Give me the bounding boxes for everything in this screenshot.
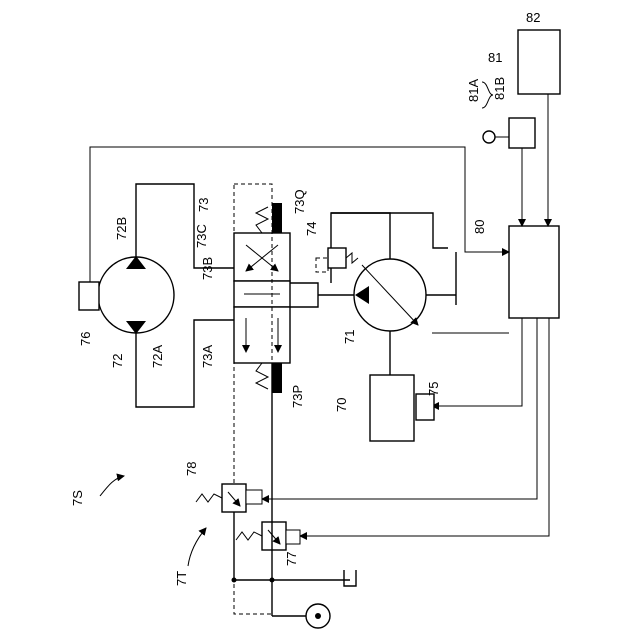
label-71: 71 — [342, 330, 357, 344]
engine-70-box — [370, 375, 414, 441]
label-70: 70 — [334, 398, 349, 412]
label-81a: 81A — [466, 79, 481, 102]
label-78: 78 — [184, 462, 199, 476]
label-77: 77 — [284, 552, 299, 566]
label-81: 81 — [488, 50, 502, 65]
component-82-box — [518, 30, 560, 94]
label-7s: 7S — [70, 490, 85, 506]
label-76: 76 — [78, 332, 93, 346]
label-73b: 73B — [200, 257, 215, 280]
component-81b-box — [509, 118, 535, 148]
label-72a: 72A — [150, 345, 165, 368]
sensor-75-box — [416, 394, 434, 420]
label-73a: 73A — [200, 345, 215, 368]
label-73q: 73Q — [292, 189, 307, 214]
valve-73-section-c — [234, 233, 290, 281]
component-81a-circle — [483, 131, 495, 143]
relief-valve-74 — [328, 248, 346, 268]
label-73c: 73C — [194, 224, 209, 248]
valve-77-box — [262, 522, 286, 550]
label-72b: 72B — [114, 217, 129, 240]
valve-78-box — [222, 484, 246, 512]
label-74: 74 — [304, 222, 319, 236]
label-81b: 81B — [492, 77, 507, 100]
label-80: 80 — [472, 220, 487, 234]
label-7t: 7T — [174, 571, 189, 586]
label-73p: 73P — [290, 385, 305, 408]
valve-73-section-a — [234, 307, 290, 363]
sensor-76-box — [79, 282, 99, 310]
label-73: 73 — [196, 198, 211, 212]
label-75: 75 — [426, 382, 441, 396]
label-82: 82 — [526, 10, 540, 25]
label-72: 72 — [110, 354, 125, 368]
controller-80-box — [509, 226, 559, 318]
